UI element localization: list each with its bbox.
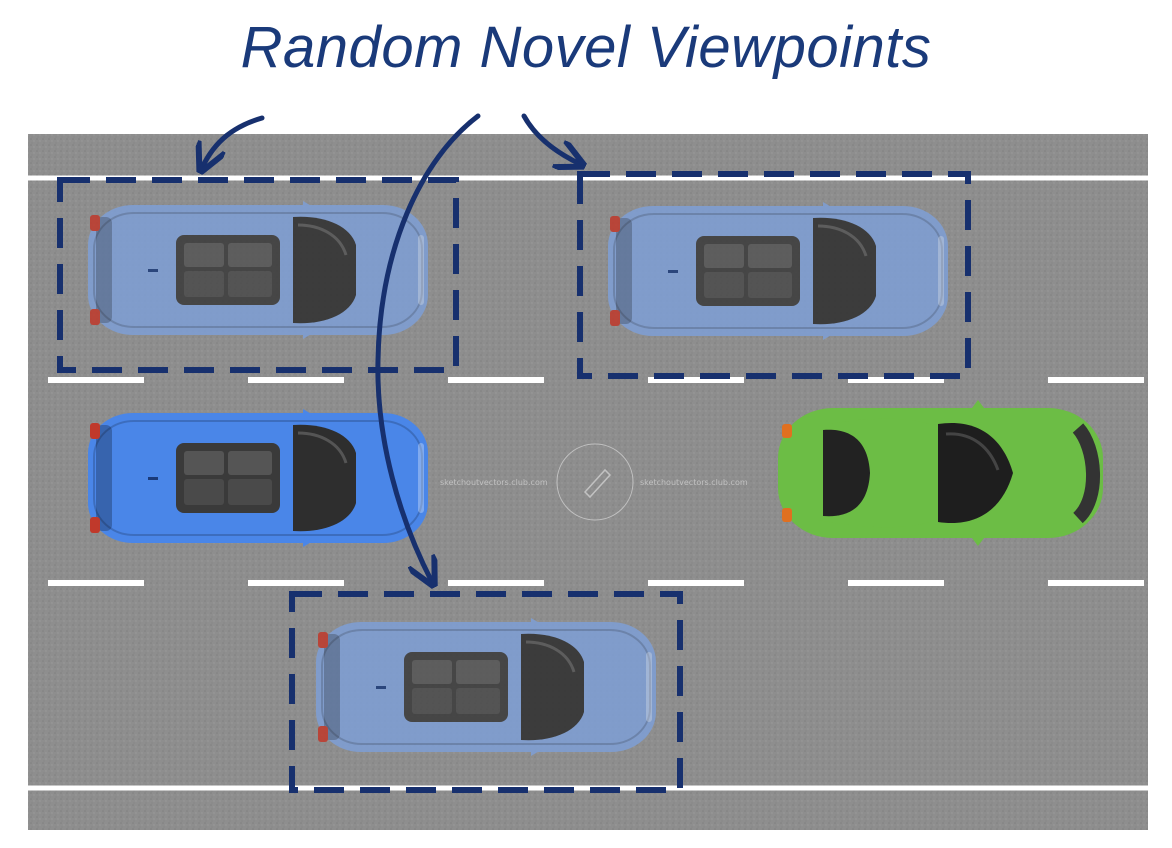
svg-text:sketchoutvectors.club.com: sketchoutvectors.club.com — [440, 478, 548, 487]
diagram-title: Random Novel Viewpoints — [240, 15, 932, 80]
arrow-to-box-2 — [521, 113, 580, 164]
arrow-to-box-3 — [375, 113, 481, 582]
novel-viewpoint-car-2 — [606, 200, 950, 342]
ego-car — [86, 407, 430, 549]
novel-viewpoint-car-3 — [314, 616, 658, 758]
watermark: sketchoutvectors.club.com sketchoutvecto… — [440, 443, 748, 521]
viewpoint-box-1 — [57, 177, 459, 373]
svg-text:sketchoutvectors.club.com: sketchoutvectors.club.com — [640, 478, 748, 487]
novel-viewpoint-car-1 — [86, 199, 430, 341]
green-sedan — [778, 400, 1103, 546]
viewpoint-box-3 — [289, 591, 683, 793]
viewpoint-box-2 — [577, 171, 971, 379]
arrow-to-box-1 — [202, 115, 265, 168]
